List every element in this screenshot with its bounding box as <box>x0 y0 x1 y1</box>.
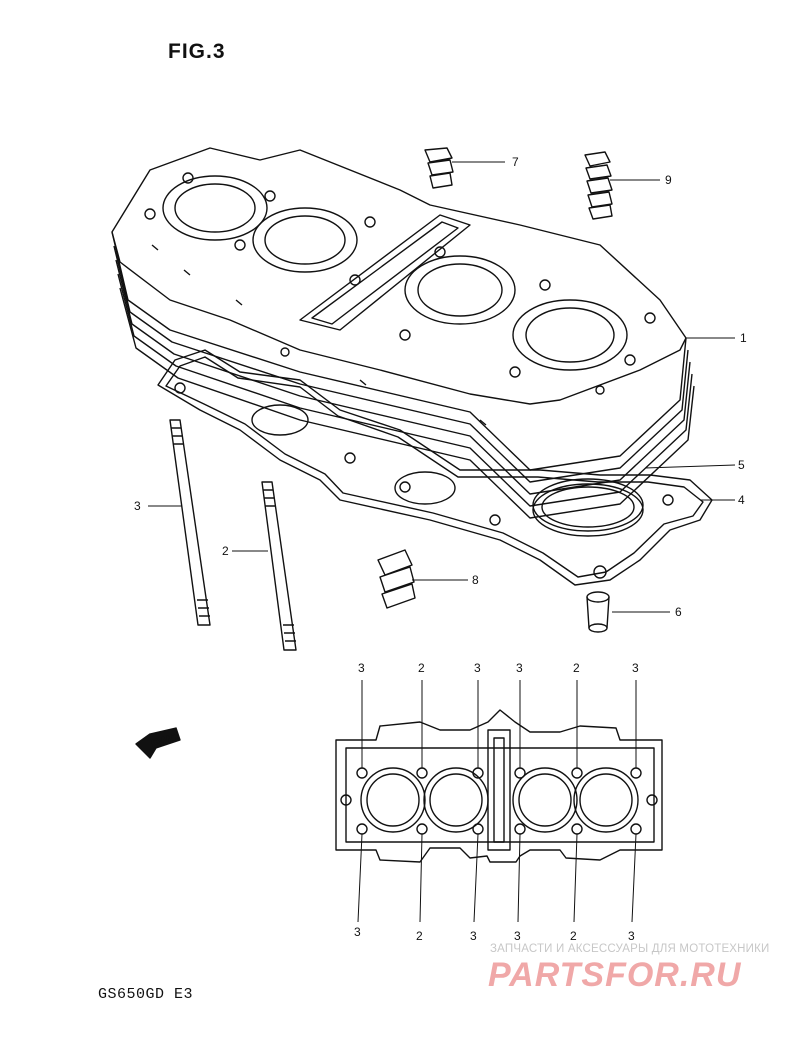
watermark-logo: PARTSFOR.RU <box>488 956 742 994</box>
callout-label-2: 2 <box>222 544 229 558</box>
callout-label-4: 4 <box>738 493 745 507</box>
bolt-label-top: 3 <box>516 661 523 675</box>
callout-label-9: 9 <box>665 173 672 187</box>
fwd-arrow <box>135 727 181 759</box>
callout-label-8: 8 <box>472 573 479 587</box>
stud-bolt-long <box>169 419 211 626</box>
callout-label-7: 7 <box>512 155 519 169</box>
guide-part-7 <box>424 147 454 189</box>
o-ring <box>532 478 644 537</box>
bolt-pattern-view <box>335 680 663 923</box>
callout-label-5: 5 <box>738 458 745 472</box>
guide-part-8 <box>377 549 416 609</box>
bolt-label-bottom: 3 <box>470 929 477 943</box>
model-code: GS650GD E3 <box>98 986 194 1003</box>
callout-label-1: 1 <box>740 331 747 345</box>
bolt-label-top: 3 <box>632 661 639 675</box>
figure-title: FIG.3 <box>168 40 226 63</box>
dowel-pin <box>586 591 610 633</box>
bolt-label-top: 3 <box>358 661 365 675</box>
bolt-label-top: 2 <box>573 661 580 675</box>
callout-label-3: 3 <box>134 499 141 513</box>
watermark-tagline: ЗАПЧАСТИ И АКСЕССУАРЫ ДЛЯ МОТОТЕХНИКИ <box>490 943 770 955</box>
leader-lines <box>148 161 736 613</box>
bolt-label-top: 3 <box>474 661 481 675</box>
bolt-label-bottom: 3 <box>628 929 635 943</box>
cylinder-block <box>111 147 695 519</box>
callout-label-6: 6 <box>675 605 682 619</box>
base-gasket <box>157 349 713 586</box>
bolt-label-bottom: 3 <box>354 925 361 939</box>
bolt-label-bottom: 2 <box>416 929 423 943</box>
bolt-label-bottom: 2 <box>570 929 577 943</box>
bolt-label-top: 2 <box>418 661 425 675</box>
stud-bolt-short <box>261 481 297 651</box>
bolt-label-bottom: 3 <box>514 929 521 943</box>
guide-part-9 <box>584 151 613 220</box>
